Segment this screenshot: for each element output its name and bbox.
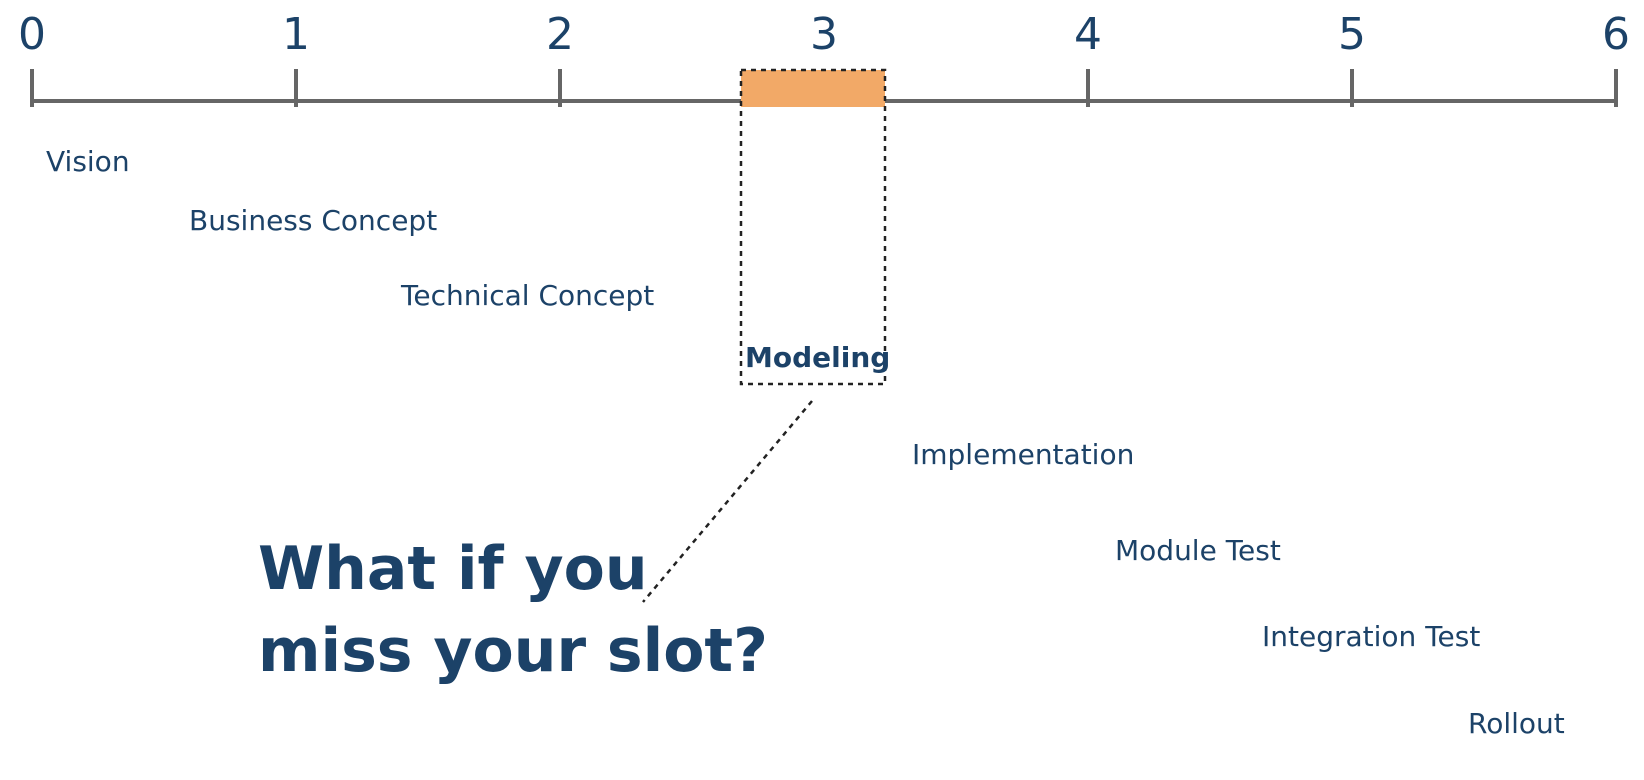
tick-label-6: 6	[1602, 9, 1630, 60]
tick-label-2: 2	[546, 9, 574, 60]
phase-integration-test: Integration Test	[1262, 620, 1481, 653]
phase-rollout: Rollout	[1468, 707, 1565, 740]
tick-label-5: 5	[1338, 9, 1366, 60]
missed-slot-question: What if you miss your slot?	[258, 528, 768, 692]
phase-implementation: Implementation	[912, 438, 1135, 471]
phase-vision: Vision	[46, 145, 130, 178]
phase-modeling: Modeling	[745, 341, 891, 374]
dotted-pointer-line	[642, 400, 813, 603]
phase-module-test: Module Test	[1115, 534, 1281, 567]
question-line-1: What if you	[258, 534, 648, 604]
question-line-2: miss your slot?	[258, 616, 768, 686]
modeling-slot-dotted-box	[739, 68, 887, 386]
tick-label-1: 1	[282, 9, 310, 60]
tick-label-0: 0	[18, 9, 46, 60]
modeling-slot	[741, 70, 885, 107]
tick-label-4: 4	[1074, 9, 1102, 60]
phase-business-concept: Business Concept	[189, 204, 438, 237]
phase-technical-concept: Technical Concept	[401, 279, 655, 312]
tick-label-3: 3	[810, 9, 838, 60]
